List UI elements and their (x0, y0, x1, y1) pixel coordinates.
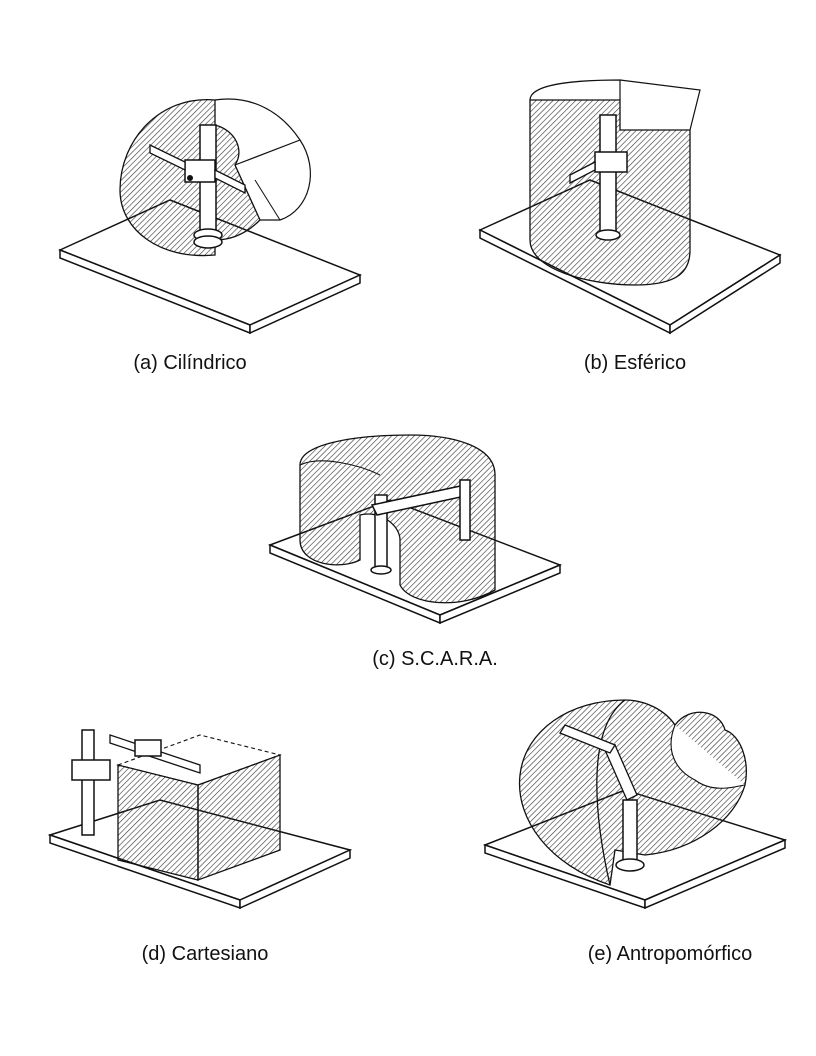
scara-robot-workspace-icon (267, 434, 563, 625)
caption-anthropomorphic: (e) Antropomórfico (587, 943, 753, 965)
panel-cartesian (40, 715, 360, 935)
caption-spherical: (b) Esférico (583, 352, 687, 374)
anthropomorphic-robot-workspace-icon (482, 699, 788, 910)
spherical-robot-workspace-icon (478, 79, 782, 335)
panel-anthropomorphic (475, 690, 795, 930)
caption-cartesian: (d) Cartesiano (141, 943, 269, 965)
caption-cylindrical: (a) Cilíndrico (133, 352, 247, 374)
panel-cylindrical (50, 70, 370, 340)
cylindrical-robot-workspace-icon (58, 98, 362, 335)
panel-scara (260, 420, 570, 645)
panel-spherical (470, 70, 790, 340)
caption-scara: (c) S.C.A.R.A. (372, 648, 498, 670)
cartesian-robot-workspace-icon (47, 729, 353, 910)
